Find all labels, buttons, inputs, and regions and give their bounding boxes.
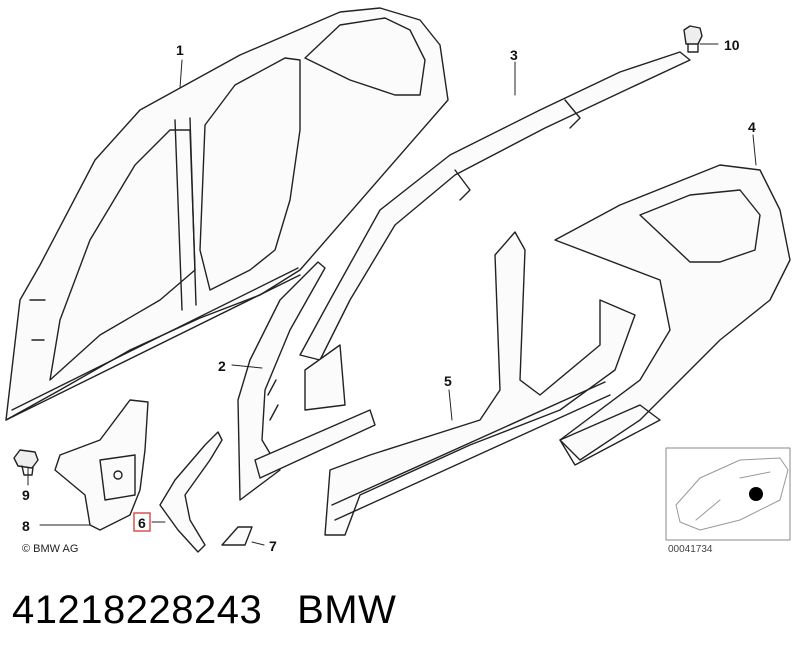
locator-inset xyxy=(665,447,791,541)
callout-9: 9 xyxy=(22,487,30,503)
callout-10: 10 xyxy=(724,37,740,53)
callout-5: 5 xyxy=(444,373,452,389)
callout-2: 2 xyxy=(218,358,226,374)
roof-rail-part-3 xyxy=(299,51,691,411)
callout-6: 6 xyxy=(138,515,146,531)
callout-8: 8 xyxy=(22,518,30,534)
brand-name: BMW xyxy=(297,588,397,632)
location-dot xyxy=(749,487,763,501)
a-pillar-part-2 xyxy=(237,261,376,501)
callout-7: 7 xyxy=(269,538,277,554)
part-title: 41218228243 BMW xyxy=(12,588,396,633)
brace-part-6 xyxy=(159,431,223,553)
diagram-reference-number: 00041734 xyxy=(668,544,713,555)
plug-part-9 xyxy=(13,449,39,476)
callout-4: 4 xyxy=(748,119,756,135)
copyright-notice: © BMW AG xyxy=(22,543,78,555)
rear-quarter-part-4 xyxy=(554,164,791,466)
clip-part-7 xyxy=(221,526,253,546)
part-number: 41218228243 xyxy=(12,588,263,632)
callout-6-highlight xyxy=(133,512,151,532)
b-pillar-sill-part-5 xyxy=(324,231,636,536)
clip-part-10 xyxy=(683,25,703,53)
callout-1: 1 xyxy=(176,42,184,58)
callout-3: 3 xyxy=(510,47,518,63)
side-frame-part-1 xyxy=(5,7,449,421)
pillar-bracket-part-8 xyxy=(54,399,149,531)
